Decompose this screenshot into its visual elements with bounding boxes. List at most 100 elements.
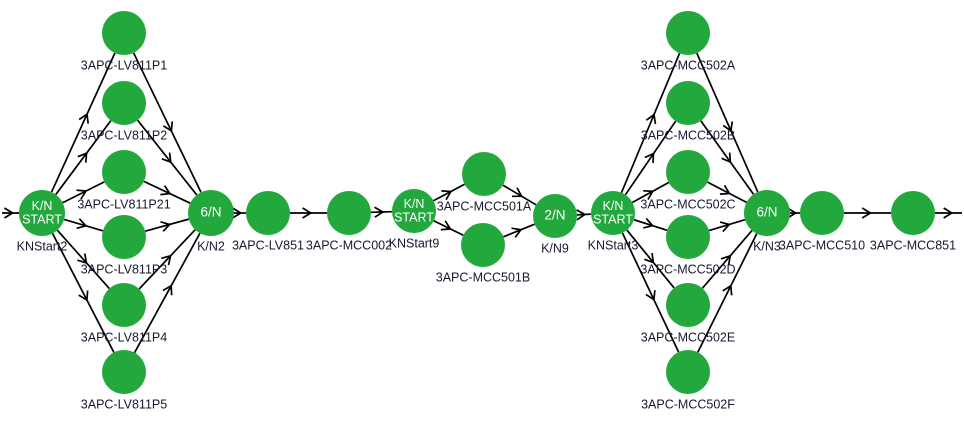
- edge: [51, 233, 115, 353]
- graph-node-lv811p2[interactable]: [102, 81, 146, 125]
- node-circle-lv811p1[interactable]: [102, 11, 146, 55]
- graph-node-lv811p4[interactable]: [102, 283, 146, 327]
- graph-node-lv811p1[interactable]: [102, 11, 146, 55]
- graph-node-mcc510[interactable]: [800, 191, 844, 235]
- node-circle-mcc501b[interactable]: [461, 223, 505, 267]
- node-label-lv851: 3APC-LV851: [232, 238, 304, 252]
- node-circle-kn3[interactable]: [744, 190, 790, 236]
- node-label-mcc502e: 3APC-MCC502E: [641, 330, 735, 344]
- node-label-kn9: K/N9: [541, 241, 569, 255]
- edge: [576, 209, 592, 221]
- node-circle-mcc502e[interactable]: [666, 283, 710, 327]
- edge: [50, 52, 116, 193]
- edge: [631, 181, 670, 204]
- edge: [502, 184, 537, 206]
- node-label-lv811p3: 3APC-LV811P3: [81, 262, 167, 276]
- node-circle-lv811p5[interactable]: [102, 350, 146, 394]
- node-label-mcc502b: 3APC-MCC502B: [641, 128, 735, 142]
- edge: [626, 229, 675, 289]
- edge-layer: [2, 52, 962, 354]
- node-label-mcc502c: 3APC-MCC502C: [640, 197, 735, 211]
- node-label-mcc502f: 3APC-MCC502F: [641, 397, 735, 411]
- node-circle-lv811p4[interactable]: [102, 283, 146, 327]
- node-label-mcc502d: 3APC-MCC502D: [640, 262, 735, 276]
- node-label-knstart2: KNStart2: [17, 239, 68, 253]
- edge: [624, 120, 677, 196]
- graph-node-kn9[interactable]: 2/N: [533, 194, 577, 238]
- graph-node-mcc502b[interactable]: [666, 81, 710, 125]
- node-label-kn2: K/N2: [197, 239, 225, 253]
- edge: [633, 217, 668, 232]
- edge: [63, 218, 104, 232]
- graph-node-mcc501b[interactable]: [461, 223, 505, 267]
- graph-node-mcc502f[interactable]: [666, 350, 710, 394]
- node-circle-knstart2[interactable]: [19, 190, 65, 236]
- node-circle-mcc502c[interactable]: [666, 150, 710, 194]
- node-circle-mcc510[interactable]: [800, 191, 844, 235]
- node-circle-lv811p3[interactable]: [102, 215, 146, 259]
- graph-node-lv811p3[interactable]: [102, 215, 146, 259]
- node-circle-mcc851[interactable]: [891, 191, 935, 235]
- node-label-mcc502a: 3APC-MCC502A: [641, 58, 736, 72]
- node-circle-knstart9[interactable]: [392, 189, 436, 233]
- graph-node-mcc502e[interactable]: [666, 283, 710, 327]
- graph-node-kn3[interactable]: 6/N: [744, 190, 790, 236]
- edge: [232, 207, 246, 219]
- graph-node-mcc502d[interactable]: [666, 215, 710, 259]
- edge: [56, 229, 110, 290]
- edge: [144, 218, 190, 232]
- node-label-mcc501b: 3APC-MCC501B: [436, 270, 530, 284]
- graph-node-lv811p21[interactable]: [102, 150, 146, 194]
- node-circle-lv811p21[interactable]: [102, 150, 146, 194]
- node-circle-mcc002[interactable]: [327, 191, 371, 235]
- edge: [132, 52, 202, 193]
- edge: [503, 223, 535, 238]
- graph-node-mcc502a[interactable]: [666, 11, 710, 55]
- node-circle-lv851[interactable]: [246, 191, 290, 235]
- edge: [844, 207, 891, 219]
- edge: [620, 52, 681, 194]
- node-circle-lv811p2[interactable]: [102, 81, 146, 125]
- node-circle-knstart3[interactable]: [591, 191, 635, 235]
- edge: [2, 207, 19, 219]
- edge: [708, 218, 746, 233]
- node-circle-kn2[interactable]: [188, 190, 234, 236]
- graph-node-mcc851[interactable]: [891, 191, 935, 235]
- graph-node-lv851[interactable]: [246, 191, 290, 235]
- graph-node-mcc501a[interactable]: [462, 152, 506, 196]
- node-circle-mcc502f[interactable]: [666, 350, 710, 394]
- node-label-mcc851: 3APC-MCC851: [870, 238, 956, 252]
- node-label-mcc510: 3APC-MCC510: [779, 238, 865, 252]
- edge: [62, 181, 105, 204]
- edge: [138, 229, 196, 290]
- edge: [433, 219, 464, 237]
- node-label-lv811p4: 3APC-LV811P4: [81, 330, 167, 344]
- edge: [935, 207, 962, 219]
- edge: [290, 207, 327, 219]
- edge: [143, 180, 191, 204]
- node-label-lv811p2: 3APC-LV811P2: [81, 128, 167, 142]
- edge: [133, 232, 201, 354]
- node-circle-mcc502a[interactable]: [666, 11, 710, 55]
- edge: [787, 207, 800, 219]
- graph-node-mcc002[interactable]: [327, 191, 371, 235]
- node-circle-kn9[interactable]: [533, 194, 577, 238]
- graph-node-kn2[interactable]: 6/N: [188, 190, 234, 236]
- node-label-mcc501a: 3APC-MCC501A: [437, 199, 532, 213]
- node-circle-mcc501a[interactable]: [462, 152, 506, 196]
- edge: [55, 120, 112, 196]
- graph-node-mcc502c[interactable]: [666, 150, 710, 194]
- node-label-knstart3: KNStart3: [588, 238, 639, 252]
- node-circle-mcc502b[interactable]: [666, 81, 710, 125]
- node-label-mcc002: 3APC-MCC002: [306, 238, 392, 252]
- edge: [700, 120, 755, 195]
- node-circle-mcc502d[interactable]: [666, 215, 710, 259]
- edge: [433, 183, 465, 202]
- graph-node-lv811p5[interactable]: [102, 350, 146, 394]
- edge: [370, 206, 393, 218]
